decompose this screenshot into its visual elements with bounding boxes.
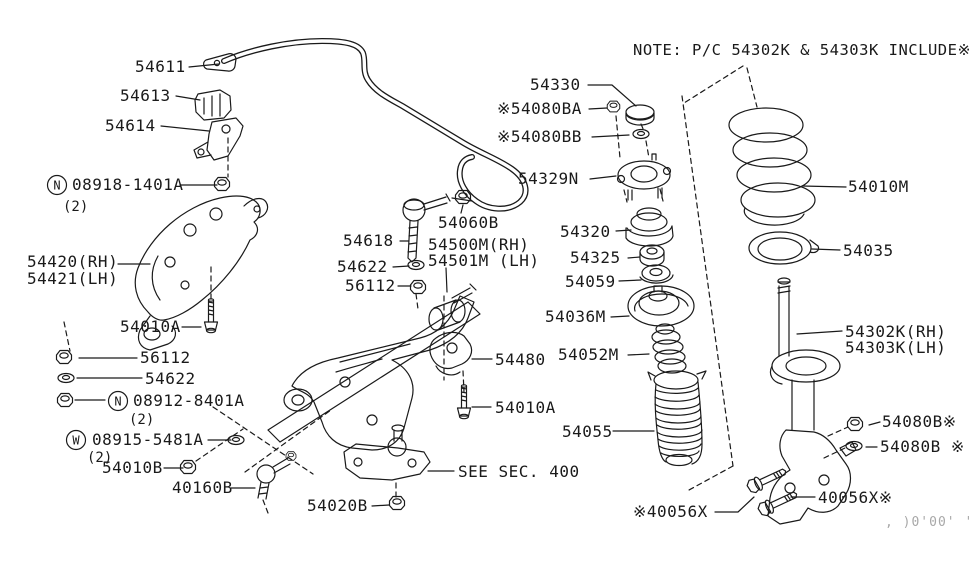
part-label-54421: 54421(LH) <box>27 269 118 288</box>
part-label-54611: 54611 <box>135 57 186 76</box>
part-label-54080B-upper: 54080B※ <box>882 412 957 431</box>
circled-letter: W <box>72 434 80 448</box>
link-54618-drawing <box>402 193 451 263</box>
part-label-54055: 54055 <box>562 422 613 441</box>
part-label-54329N: 54329N <box>518 169 579 188</box>
part-label-08915-5481A: 08915-5481A <box>92 430 203 449</box>
part-label-54010A-center: 54010A <box>495 398 556 417</box>
leader-lines <box>74 63 881 513</box>
part-label-54501M: 54501M (LH) <box>428 251 539 270</box>
insulator-54320-drawing <box>625 207 674 247</box>
part-label-54320: 54320 <box>560 222 611 241</box>
part-label-54010M: 54010M <box>848 177 909 196</box>
part-label-54420: 54420(RH) <box>27 252 118 271</box>
part-label-54080B-lower: 54080B ※ <box>880 437 965 456</box>
part-label-54614: 54614 <box>105 116 156 135</box>
washer-54622-center-icon <box>407 259 425 271</box>
part-label-40056X-right: 40056X※ <box>818 488 893 507</box>
part-label-54052M: 54052M <box>558 345 619 364</box>
nut-54010B-icon <box>179 459 197 475</box>
circled-letter: N <box>114 395 121 409</box>
ball-joint-drawing <box>343 424 431 481</box>
spring-seat-54035-drawing <box>748 231 820 265</box>
part-label-54303K: 54303K(LH) <box>845 338 946 357</box>
strut-mount-column-drawing <box>616 104 707 467</box>
part-label-54036M: 54036M <box>545 307 606 326</box>
washer-54080BB-icon <box>632 128 650 140</box>
stabilizer-bar-drawing <box>203 38 529 212</box>
circled-n-icon: N <box>46 174 68 196</box>
bolt-40056X-lower-icon <box>755 487 801 519</box>
bearing-54325-drawing <box>639 244 665 267</box>
coil-spring-drawing <box>728 107 816 226</box>
part-qty-08915-5481A: (2) <box>87 450 112 466</box>
cap-54330-drawing <box>625 104 655 126</box>
part-label-08912-8401A: 08912-8401A <box>133 391 244 410</box>
part-label-40056X-left: ※40056X <box>633 502 708 521</box>
part-label-54302K: 54302K(RH) <box>845 322 946 341</box>
bolt-40056X-upper-icon <box>744 464 790 496</box>
strut-54302K-drawing <box>767 277 857 525</box>
part-label-56112-center: 56112 <box>345 276 396 295</box>
part-qty-08912-8401A: (2) <box>129 412 154 428</box>
seat-54036M-drawing <box>627 285 695 327</box>
part-label-56112-left: 56112 <box>140 348 191 367</box>
part-label-54613: 54613 <box>120 86 171 105</box>
nut-54020B-icon <box>388 495 406 511</box>
circled-letter: N <box>53 179 60 193</box>
bracket-54480-drawing <box>429 331 473 376</box>
link-40160B-drawing <box>256 457 291 500</box>
part-label-54035: 54035 <box>843 241 894 260</box>
knuckle-support-54420-drawing <box>134 195 269 351</box>
part-qty-08918-1401A: (2) <box>63 199 88 215</box>
nut-08918-icon <box>213 176 231 192</box>
note-text: NOTE: P/C 54302K & 54303K INCLUDE※ <box>633 41 971 59</box>
stabilizer-bar-eye <box>203 53 237 72</box>
part-label-54618: 54618 <box>343 231 394 250</box>
part-label-54622-left: 54622 <box>145 369 196 388</box>
nut-54080BA-icon <box>606 100 621 113</box>
circled-n-icon: N <box>107 390 129 412</box>
dashed-reference-lines <box>63 65 849 514</box>
nut-54080B-icon <box>846 416 864 432</box>
circled-w-icon: W <box>65 429 87 451</box>
part-label-54325: 54325 <box>570 248 621 267</box>
bolt-54010A-left-icon <box>203 298 219 334</box>
control-arm-54500M-drawing <box>283 283 477 451</box>
part-label-54060B: 54060B <box>438 213 499 232</box>
part-label-54080BB: ※54080BB <box>497 127 582 146</box>
part-label-54080BA: ※54080BA <box>497 99 582 118</box>
part-label-54480: 54480 <box>495 350 546 369</box>
part-label-54020B: 54020B <box>307 496 368 515</box>
part-label-08918-1401A: 08918-1401A <box>72 175 183 194</box>
part-label-54010B: 54010B <box>102 458 163 477</box>
corner-stamp: , )0'00' ' <box>885 515 973 530</box>
seal-54059-drawing <box>639 264 674 284</box>
part-label-54330: 54330 <box>530 75 581 94</box>
bushing-54613-drawing <box>194 89 232 121</box>
plate-54329N-drawing <box>616 153 672 201</box>
nut-56112-center-icon <box>409 279 427 295</box>
nut-08912-icon <box>56 392 74 408</box>
part-label-54059: 54059 <box>565 272 616 291</box>
nut-56112-left-icon <box>55 349 73 365</box>
part-label-40160B: 40160B <box>172 478 233 497</box>
part-label-54500M: 54500M(RH) <box>428 235 529 254</box>
boot-54055-drawing <box>647 370 707 467</box>
frame-rail-drawing <box>267 301 481 443</box>
washer-54622-left-icon <box>57 372 75 384</box>
bump-stop-54052M-drawing <box>651 323 687 374</box>
see-sec-400-label: SEE SEC. 400 <box>458 462 580 481</box>
part-label-54010A-left: 54010A <box>120 317 181 336</box>
part-label-54622-center: 54622 <box>337 257 388 276</box>
bracket-54614-drawing <box>193 117 244 161</box>
